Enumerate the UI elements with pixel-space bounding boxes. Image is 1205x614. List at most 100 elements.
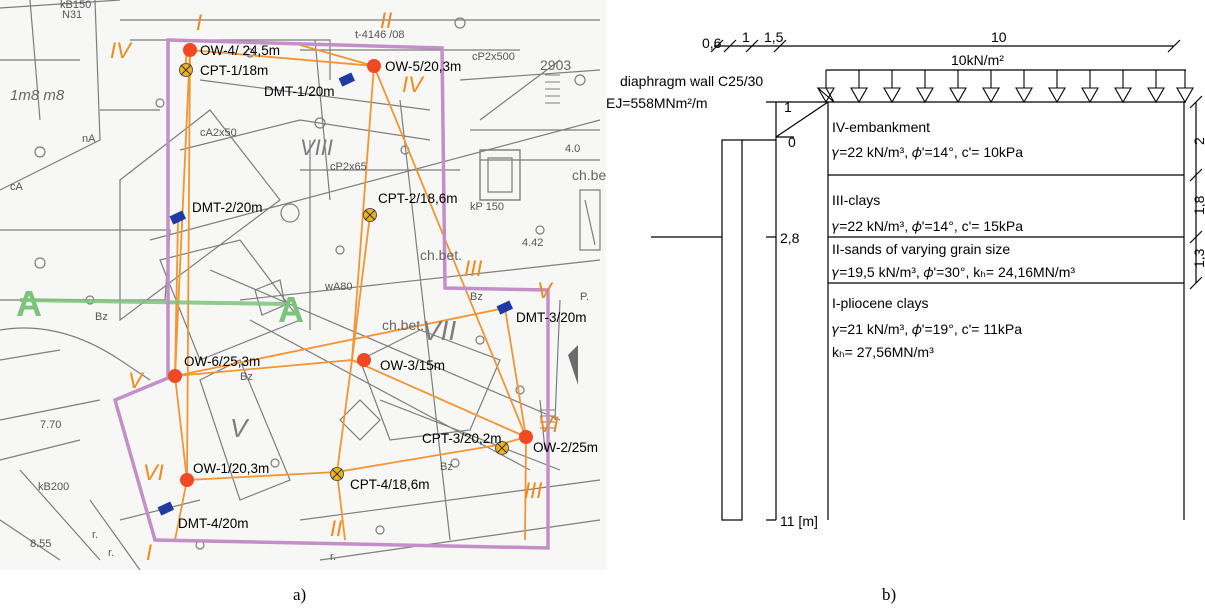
map-text: 2903 (540, 57, 571, 73)
layer-props: 𝛾=21 kN/m³, 𝜙'=19°, c'= 11kPa (832, 321, 1022, 337)
layer-name: III-clays (832, 192, 880, 208)
map-text: r. (330, 551, 336, 563)
roman-label: III (524, 478, 542, 503)
investigation-lines (174, 44, 528, 541)
observation-well-marker (367, 59, 381, 73)
dmt-marker (157, 501, 175, 516)
roman-label: II (330, 516, 342, 541)
site-plan-panel: A A IV I II IV VIII III V VII V V VI VI … (0, 0, 606, 570)
roman-label: I (196, 10, 202, 35)
wall-name: diaphragm wall C25/30 (620, 73, 763, 89)
level-label: 0 (788, 134, 796, 150)
point-label: OW-3/15m (380, 358, 445, 373)
roman-label: VIII (300, 135, 333, 160)
dim-label: 1,3 (1191, 248, 1205, 268)
load-arrows (816, 70, 1194, 104)
map-text: kP 150 (470, 201, 504, 213)
caption-b: b) (882, 585, 897, 604)
map-text: Bz (440, 461, 453, 473)
cpt-cross (180, 64, 192, 76)
map-annotations: N31 kB150 t-4146 /08 1m8 m8 cA2x50 cP2x5… (10, 0, 606, 563)
roman-label: V (128, 368, 145, 393)
roman-label: I (146, 540, 152, 565)
observation-well-marker (357, 353, 371, 367)
point-label: OW-2/25m (533, 440, 598, 455)
dim-label: 0,6 (702, 35, 722, 51)
observation-well-marker (180, 473, 194, 487)
point-label: DMT-4/20m (178, 516, 249, 531)
right-dimensions: 2 1,8 1,3 (1191, 137, 1205, 268)
layer-props: 𝛾=22 kN/m³, 𝜙'=14°, c'= 15kPa (832, 218, 1023, 234)
load-label: 10kN/m² (951, 52, 1004, 68)
map-text: r. (92, 529, 98, 541)
dim-label: 1,5 (764, 29, 784, 45)
point-label: DMT-2/20m (192, 200, 263, 215)
roman-label: V (230, 413, 250, 443)
section-lines (651, 39, 1203, 521)
dim-label: 1,8 (1191, 195, 1205, 215)
cross-section-panel: 0,6 1 1,5 10 10kN/m² diaphragm wall C25/… (606, 0, 1205, 570)
map-text: 4.42 (522, 237, 543, 249)
point-label: OW-6/25,3m (184, 354, 260, 369)
map-text: Bz (95, 311, 108, 323)
cpt-cross (331, 468, 343, 480)
map-text: cP2x65 (330, 161, 367, 173)
dim-label: 10 (991, 29, 1007, 45)
map-text: ch.bet. (420, 247, 462, 263)
section-line-a-a (19, 298, 286, 306)
roman-labels: IV I II IV VIII III V VII V V VI VI III … (110, 8, 559, 565)
dmt-marker (496, 300, 514, 315)
map-text: kB150 (60, 0, 91, 11)
point-label: OW-5/20,3m (385, 59, 461, 74)
roman-label: II (380, 8, 392, 33)
level-label: 2,8 (780, 230, 800, 246)
map-text: t-4146 /08 (355, 29, 405, 41)
map-text: N31 (62, 9, 82, 21)
observation-well-marker (183, 43, 197, 57)
dim-label: 2 (1191, 137, 1205, 145)
roman-label: III (464, 256, 482, 281)
cpt-cross (496, 442, 508, 454)
layer-name: I-pliocene clays (832, 295, 929, 311)
cpt-cross (364, 209, 376, 221)
section-mark-left: A (16, 283, 42, 324)
layer-name: IV-embankment (832, 119, 930, 135)
roman-label: IV (110, 38, 133, 63)
site-boundary (112, 38, 550, 550)
level-labels: 1 0 2,8 11 [m] (780, 99, 818, 529)
map-background (0, 0, 601, 570)
point-label: CPT-3/20,2m (422, 431, 502, 446)
point-label: OW-1/20,3m (193, 461, 269, 476)
level-label: 11 [m] (780, 513, 818, 529)
map-text: r. (108, 547, 114, 559)
layer-extra: kₕ= 27,56MN/m³ (832, 344, 934, 360)
point-label: CPT-4/18,6m (350, 477, 430, 492)
map-symbols (34, 17, 586, 550)
map-text: cA2x50 (200, 127, 237, 139)
map-text: 8.55 (30, 538, 51, 550)
map-text: kB200 (38, 481, 69, 493)
map-text: Bz (240, 371, 253, 383)
map-text: 7.70 (40, 419, 61, 431)
cross-section-svg: 0,6 1 1,5 10 10kN/m² diaphragm wall C25/… (606, 29, 1205, 529)
observation-well-marker (168, 369, 182, 383)
top-dimensions: 0,6 1 1,5 10 (702, 29, 1007, 51)
dmt-marker (338, 72, 356, 87)
level-label: 1 (784, 99, 792, 115)
dim-label: 1 (742, 29, 750, 45)
observation-well-marker (519, 430, 533, 444)
layer-props: 𝛾=19,5 kN/m³, 𝜙'=30°, kₕ= 24,16MN/m³ (832, 264, 1075, 280)
map-text: ch.bet. (572, 167, 606, 183)
caption-a: a) (293, 585, 307, 604)
site-plan-svg: A A IV I II IV VIII III V VII V V VI VI … (0, 0, 606, 570)
layer-name: II-sands of varying grain size (832, 241, 1010, 257)
map-text: P. (580, 291, 589, 303)
section-mark-right: A (278, 289, 304, 330)
point-label: CPT-2/18,6m (378, 191, 458, 206)
arrow-shape (568, 345, 578, 385)
point-label: DMT-3/20m (516, 310, 587, 325)
map-text: Bz (470, 291, 483, 303)
map-text: nA (82, 133, 96, 145)
point-label: CPT-1/18m (200, 63, 268, 78)
